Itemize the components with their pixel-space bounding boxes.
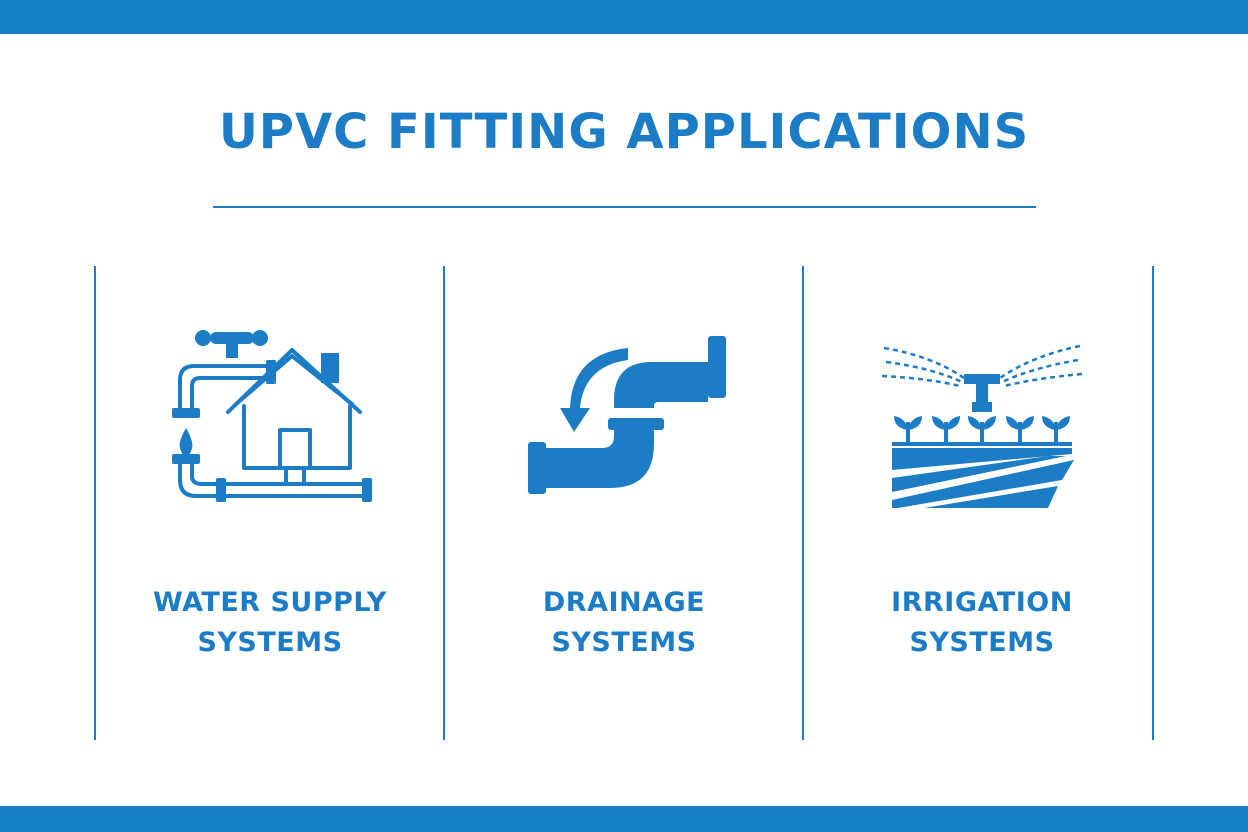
title-divider bbox=[213, 206, 1036, 208]
sprinkler-field-icon bbox=[881, 344, 1083, 508]
top-banner bbox=[0, 0, 1248, 34]
drainage-label: DRAINAGE SYSTEMS bbox=[454, 583, 794, 663]
column-divider-4 bbox=[1152, 266, 1154, 740]
irrigation-label: IRRIGATION SYSTEMS bbox=[812, 583, 1152, 663]
water-supply-label: WATER SUPPLY SYSTEMS bbox=[100, 583, 440, 663]
column-divider-3 bbox=[802, 266, 804, 740]
label-line: SYSTEMS bbox=[551, 627, 697, 658]
label-line: WATER SUPPLY bbox=[153, 587, 387, 618]
drain-pipe-icon bbox=[528, 336, 726, 494]
page-title: UPVC FITTING APPLICATIONS bbox=[218, 104, 1030, 160]
house-water-supply-icon bbox=[172, 330, 372, 502]
column-divider-2 bbox=[443, 266, 445, 740]
label-line: IRRIGATION bbox=[891, 587, 1073, 618]
label-line: DRAINAGE bbox=[542, 587, 706, 618]
label-line: SYSTEMS bbox=[909, 627, 1055, 658]
bottom-banner bbox=[0, 806, 1248, 832]
column-divider-1 bbox=[94, 266, 96, 740]
label-line: SYSTEMS bbox=[197, 627, 343, 658]
